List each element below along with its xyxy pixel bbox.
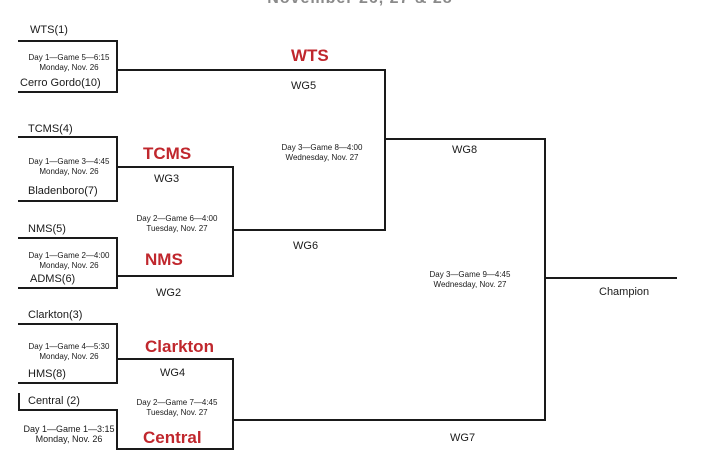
bracket-line	[18, 409, 118, 411]
game-5-date: Monday, Nov. 26	[39, 63, 99, 72]
winner-nms: NMS	[145, 250, 183, 269]
slot-champion: Champion	[599, 286, 650, 298]
game-6-date: Tuesday, Nov. 27	[146, 224, 208, 233]
winner-wts: WTS	[291, 46, 329, 65]
game-8-time: Day 3—Game 8—4:00	[281, 143, 363, 152]
team-clarkton: Clarkton(3)	[28, 309, 83, 321]
team-bladenboro: Bladenboro(7)	[28, 185, 98, 197]
team-tcms: TCMS(4)	[28, 123, 73, 135]
bracket-line	[232, 358, 234, 450]
team-wts: WTS(1)	[30, 24, 68, 36]
winner-tcms: TCMS	[143, 144, 192, 163]
game-1-info: Day 1—Game 1—3:15 Monday, Nov. 26	[22, 424, 116, 444]
bracket-line	[544, 277, 677, 279]
bracket-line	[116, 136, 118, 201]
team-cerro-gordo: Cerro Gordo(10)	[20, 77, 101, 89]
team-adms: ADMS(6)	[30, 273, 76, 285]
game-9-info: Day 3—Game 9—4:45 Wednesday, Nov. 27	[400, 270, 540, 290]
slot-wg4: WG4	[160, 367, 186, 379]
page-header: November 26, 27 & 28	[0, 0, 720, 8]
bracket-line	[18, 382, 118, 384]
winner-clarkton: Clarkton	[145, 337, 214, 356]
game-4-time: Day 1—Game 4—5:30	[28, 342, 110, 351]
bracket-line	[116, 40, 118, 92]
bracket-line	[18, 237, 118, 239]
bracket-line	[384, 69, 386, 231]
slot-wg8: WG8	[452, 144, 478, 156]
bracket-line	[18, 323, 118, 325]
bracket-line	[18, 200, 118, 202]
bracket-line	[18, 40, 118, 42]
bracket-line	[384, 138, 546, 140]
game-2-date: Monday, Nov. 26	[39, 261, 99, 270]
bracket-line	[18, 136, 118, 138]
winner-central: Central	[143, 428, 202, 447]
bracket-line	[18, 393, 20, 409]
game-1-time: Day 1—Game 1—3:15	[23, 424, 115, 434]
bracket-line	[116, 323, 118, 383]
game-8-info: Day 3—Game 8—4:00 Wednesday, Nov. 27	[262, 143, 382, 163]
game-7-time: Day 2—Game 7—4:45	[136, 398, 218, 407]
bracket-line	[116, 448, 234, 450]
bracket-line	[116, 166, 234, 168]
slot-wg5: WG5	[291, 80, 317, 92]
bracket-line	[544, 138, 546, 421]
bracket-line	[116, 275, 234, 277]
slot-wg7: WG7	[450, 432, 476, 444]
game-2-info: Day 1—Game 2—4:00 Monday, Nov. 26	[22, 251, 116, 271]
game-8-date: Wednesday, Nov. 27	[285, 153, 359, 162]
game-9-date: Wednesday, Nov. 27	[433, 280, 507, 289]
bracket-line	[18, 287, 118, 289]
bracket-line	[232, 166, 234, 277]
game-9-time: Day 3—Game 9—4:45	[429, 270, 511, 279]
game-5-info: Day 1—Game 5—6:15 Monday, Nov. 26	[22, 53, 116, 73]
game-3-info: Day 1—Game 3—4:45 Monday, Nov. 26	[22, 157, 116, 177]
bracket-line	[18, 91, 118, 93]
team-hms: HMS(8)	[28, 368, 66, 380]
game-3-date: Monday, Nov. 26	[39, 167, 99, 176]
bracket-line	[116, 409, 118, 450]
bracket-line	[232, 229, 386, 231]
game-3-time: Day 1—Game 3—4:45	[28, 157, 110, 166]
game-4-date: Monday, Nov. 26	[39, 352, 99, 361]
team-nms: NMS(5)	[28, 223, 66, 235]
game-5-time: Day 1—Game 5—6:15	[28, 53, 110, 62]
slot-wg2: WG2	[156, 287, 182, 299]
slot-wg6: WG6	[293, 240, 319, 252]
game-6-time: Day 2—Game 6—4:00	[136, 214, 218, 223]
team-central: Central (2)	[28, 395, 80, 407]
bracket-line	[116, 69, 386, 71]
game-7-info: Day 2—Game 7—4:45 Tuesday, Nov. 27	[124, 398, 230, 418]
game-2-time: Day 1—Game 2—4:00	[28, 251, 110, 260]
game-1-date: Monday, Nov. 26	[35, 434, 103, 444]
slot-wg3: WG3	[154, 173, 180, 185]
game-7-date: Tuesday, Nov. 27	[146, 408, 208, 417]
game-6-info: Day 2—Game 6—4:00 Tuesday, Nov. 27	[124, 214, 230, 234]
game-4-info: Day 1—Game 4—5:30 Monday, Nov. 26	[22, 342, 116, 362]
bracket-line	[116, 237, 118, 288]
bracket-line	[116, 358, 234, 360]
bracket-line	[232, 419, 546, 421]
